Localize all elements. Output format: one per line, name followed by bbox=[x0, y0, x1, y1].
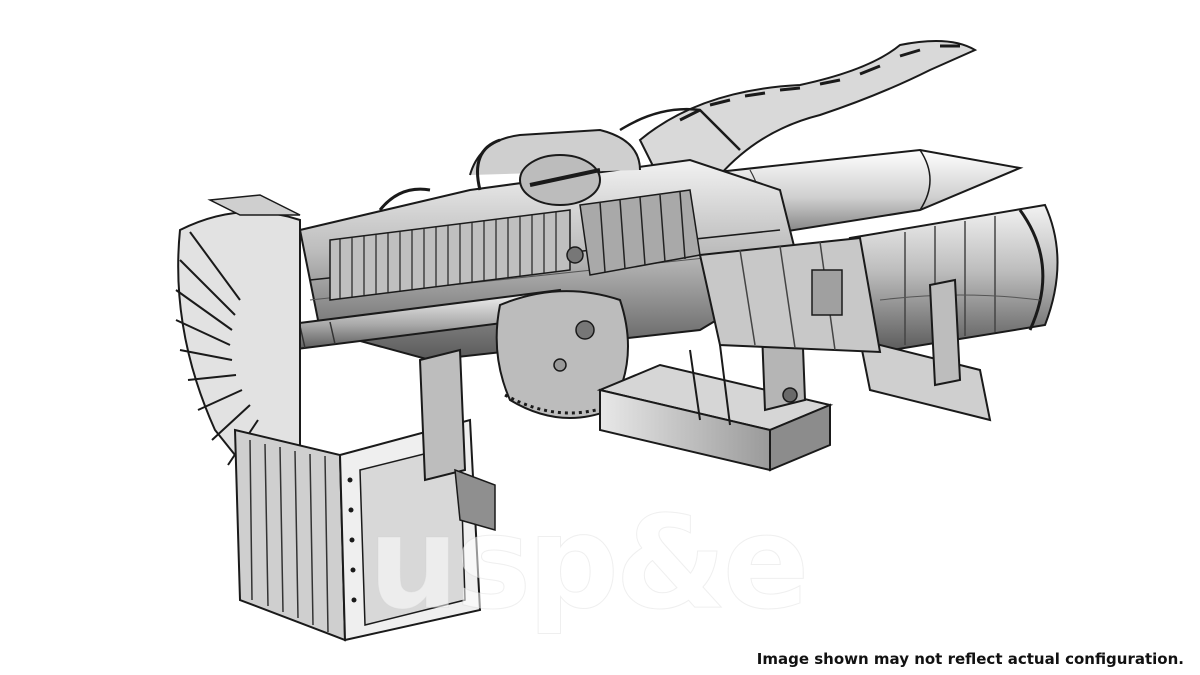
upper-scroll-duct bbox=[638, 40, 978, 182]
top-piping bbox=[378, 107, 741, 211]
air-inlet-bellmouth bbox=[175, 194, 301, 482]
compressor-section bbox=[329, 209, 571, 301]
front-support bbox=[418, 348, 496, 531]
disclaimer-caption: Image shown may not reflect actual confi… bbox=[756, 650, 1184, 668]
plenum-bolts bbox=[347, 477, 357, 603]
exhaust-duct bbox=[848, 203, 1059, 354]
rear-casing bbox=[698, 236, 882, 354]
base-frame bbox=[596, 268, 992, 472]
turbine-section bbox=[566, 189, 701, 276]
